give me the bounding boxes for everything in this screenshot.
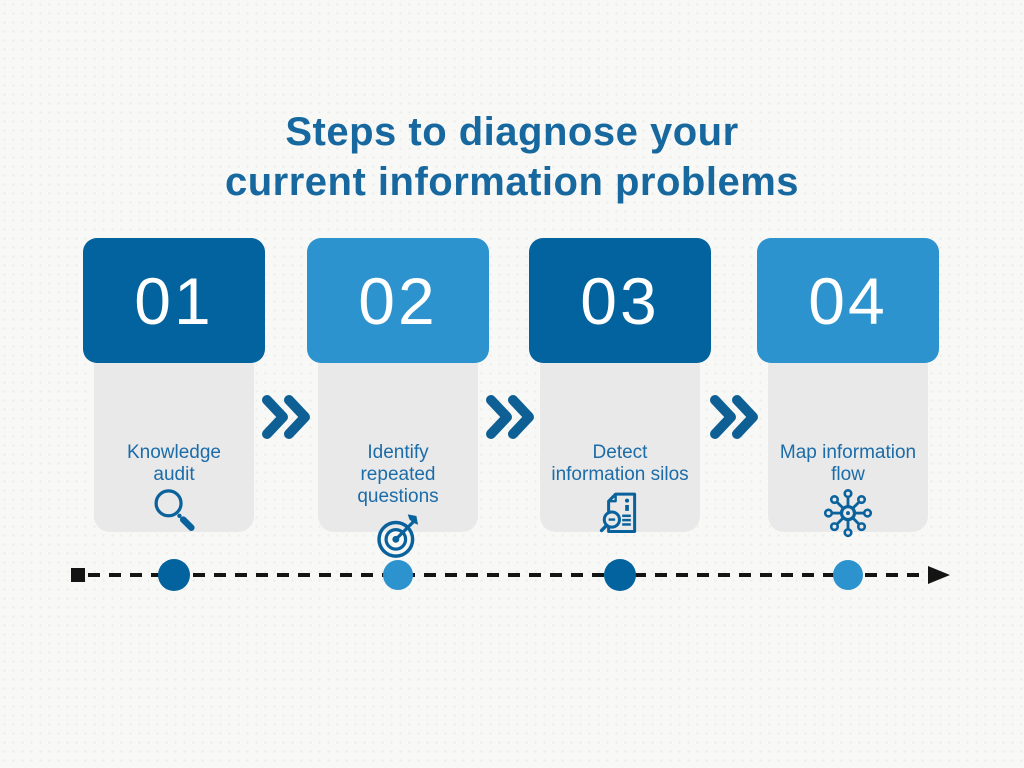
step-card: Map information flow xyxy=(757,238,939,548)
magnifier-icon xyxy=(148,486,200,538)
step-card: Detect information silos 03 xyxy=(529,238,711,548)
step-label: Detect information silos xyxy=(551,442,689,486)
step-number-box: 04 xyxy=(757,238,939,363)
step-number-box: 01 xyxy=(83,238,265,363)
step-number: 01 xyxy=(134,263,214,338)
timeline-arrowhead-icon xyxy=(928,566,950,584)
step-card: Knowledge audit 01 xyxy=(83,238,265,548)
step-number: 03 xyxy=(580,263,660,338)
step-number-box: 03 xyxy=(529,238,711,363)
step-label: Map information flow xyxy=(779,442,917,486)
chevron-right-double-icon xyxy=(484,391,536,443)
step-number: 04 xyxy=(808,263,888,338)
timeline-dot xyxy=(833,560,863,590)
chevron-right-double-icon xyxy=(260,391,312,443)
page-title-line1: Steps to diagnose your xyxy=(285,109,739,154)
target-icon xyxy=(372,509,424,561)
page-title-line2: current information problems xyxy=(224,159,800,204)
timeline-dot xyxy=(383,560,413,590)
network-icon xyxy=(822,486,874,538)
step-label: Identify repeated questions xyxy=(357,442,439,508)
step-number-box: 02 xyxy=(307,238,489,363)
timeline-start-square xyxy=(71,568,85,582)
timeline-dot xyxy=(604,559,636,591)
step-card: Identify repeated questions 02 xyxy=(307,238,489,558)
document-search-icon xyxy=(594,486,646,538)
step-number: 02 xyxy=(358,263,438,338)
chevron-right-double-icon xyxy=(708,391,760,443)
timeline-dot xyxy=(158,559,190,591)
step-label: Knowledge audit xyxy=(126,442,222,486)
page-title: Steps to diagnose your current informatio… xyxy=(0,107,1024,207)
timeline xyxy=(0,545,1024,605)
